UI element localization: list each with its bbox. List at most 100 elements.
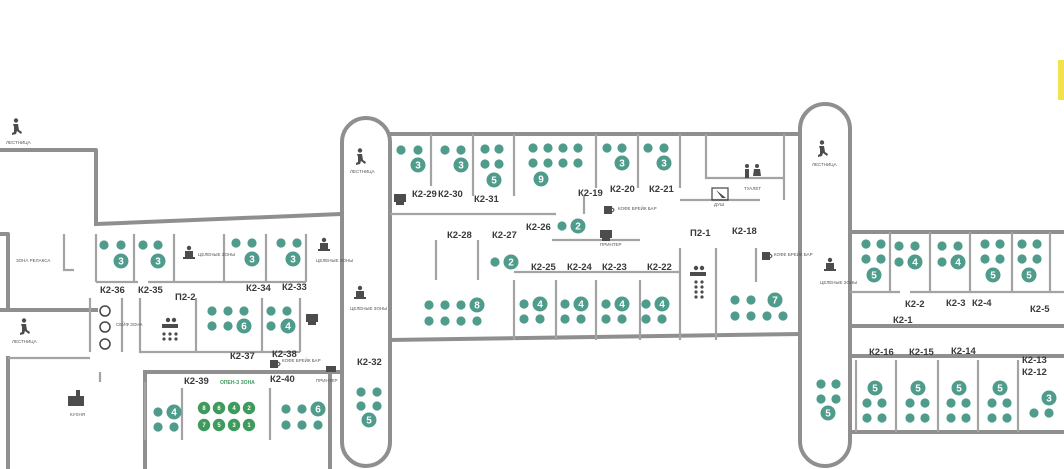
open-space-desk[interactable]: 7: [197, 418, 211, 432]
capacity-badge-k2-19[interactable]: 9: [533, 171, 549, 187]
room-label-k2-39[interactable]: К2-39: [184, 376, 209, 387]
open-space-desk[interactable]: 4: [227, 401, 241, 415]
room-label-k2-25[interactable]: К2-25: [531, 262, 557, 273]
room-label-k2-31[interactable]: К2-31: [474, 194, 500, 205]
capacity-badge-k2-26[interactable]: 2: [570, 218, 586, 234]
room-label-k2-34[interactable]: К2-34: [246, 283, 272, 294]
capacity-badge-k2-21[interactable]: 3: [656, 155, 672, 171]
room-label-k2-15[interactable]: К2-15: [909, 347, 935, 358]
room-label-k2-2[interactable]: К2-2: [905, 299, 925, 310]
room-label-k2-23[interactable]: К2-23: [602, 262, 627, 273]
capacity-badge-circle: [907, 254, 923, 270]
room-label-k2-1[interactable]: К2-1: [893, 315, 913, 326]
capacity-badge-k2-15[interactable]: 5: [910, 380, 926, 396]
open-space-desk[interactable]: 1: [242, 418, 256, 432]
room-label-k2-14[interactable]: К2-14: [951, 346, 977, 357]
room-label-k2-19[interactable]: К2-19: [578, 188, 603, 199]
capacity-badge-circle: [910, 380, 926, 396]
room-label-k2-3[interactable]: К2-3: [946, 298, 966, 309]
capacity-badge-k2-33[interactable]: 3: [285, 251, 301, 267]
capacity-badge-circle: [867, 380, 883, 396]
capacity-badge-k2-27[interactable]: 2: [503, 254, 519, 270]
capacity-badge-k2-20[interactable]: 3: [614, 155, 630, 171]
capacity-badge-k2-18[interactable]: 7: [767, 292, 783, 308]
seat-dot: [1032, 254, 1042, 264]
capacity-badge-k2-12[interactable]: 3: [1041, 390, 1057, 406]
open-space-desk[interactable]: 2: [242, 401, 256, 415]
seat-dot: [424, 300, 434, 310]
open-space-desk[interactable]: 6: [212, 401, 226, 415]
capacity-badge-k2-13[interactable]: 5: [992, 380, 1008, 396]
room-label-k2-36[interactable]: К2-36: [100, 285, 125, 296]
coffee-label: КОФЕ БРЕЙК БАР: [774, 250, 813, 257]
capacity-badge-k2-38[interactable]: 4: [280, 318, 296, 334]
room-label-k2-20[interactable]: К2-20: [610, 184, 635, 195]
capacity-badge-circle: [150, 253, 166, 269]
capacity-badge-k2-23[interactable]: 4: [614, 296, 630, 312]
room-label-k2-38[interactable]: К2-38: [272, 349, 297, 360]
room-label-k2-5[interactable]: К2-5: [1030, 304, 1050, 315]
open-space-desk[interactable]: 8: [197, 401, 211, 415]
seat-dot: [519, 299, 529, 309]
capacity-badge-value: 3: [1046, 394, 1052, 405]
capacity-badge-k2-25[interactable]: 4: [532, 296, 548, 312]
room-label-k2-35[interactable]: К2-35: [138, 285, 164, 296]
room-label-k2-4[interactable]: К2-4: [972, 298, 992, 309]
room-label-k2-29[interactable]: К2-29: [412, 189, 437, 200]
room-label-p2-2[interactable]: П2-2: [175, 292, 196, 303]
capacity-badge-k2-35[interactable]: 3: [150, 253, 166, 269]
seat-dot: [440, 145, 450, 155]
capacity-badge-k2-34[interactable]: 3: [244, 251, 260, 267]
capacity-badge-k2-29[interactable]: 3: [410, 157, 426, 173]
capacity-badge-k2-2[interactable]: 4: [907, 254, 923, 270]
capacity-badge-k2-36[interactable]: 3: [113, 253, 129, 269]
room-label-p2-1[interactable]: П2-1: [690, 228, 711, 239]
capacity-badge-value: 5: [1026, 271, 1032, 282]
capacity-badge-k2-22[interactable]: 4: [654, 296, 670, 312]
open-space-label: ОПЕН-З ЗОНА: [220, 380, 255, 386]
room-label-k2-40[interactable]: К2-40: [270, 374, 295, 385]
capacity-badge-k2-39[interactable]: 4: [166, 404, 182, 420]
room-label-k2-18[interactable]: К2-18: [732, 226, 757, 237]
room-label-k2-37[interactable]: К2-37: [230, 351, 255, 362]
capacity-badge-k2-24[interactable]: 4: [573, 296, 589, 312]
open-space-desk[interactable]: 5: [212, 418, 226, 432]
capacity-badge-k2-28[interactable]: 8: [469, 297, 485, 313]
open-space-desk-number: 1: [247, 423, 251, 429]
seat-dot: [169, 422, 179, 432]
capacity-badge-k2-3[interactable]: 4: [950, 254, 966, 270]
room-label-k2-16[interactable]: К2-16: [869, 347, 894, 358]
capacity-badge-k2-17[interactable]: 5: [820, 405, 836, 421]
capacity-badge-value: 3: [619, 159, 625, 170]
room-label-k2-21[interactable]: К2-21: [649, 184, 675, 195]
capacity-badge-k2-14[interactable]: 5: [951, 380, 967, 396]
capacity-badge-k2-4[interactable]: 5: [985, 267, 1001, 283]
room-label-k2-12[interactable]: К2-12: [1022, 367, 1047, 378]
room-label-k2-22[interactable]: К2-22: [647, 262, 672, 273]
capacity-badge-k2-1[interactable]: 5: [866, 267, 882, 283]
capacity-badge-k2-31[interactable]: 5: [486, 172, 502, 188]
seat-dot: [995, 254, 1005, 264]
room-label-k2-32[interactable]: К2-32: [357, 357, 382, 368]
seat-dot: [396, 145, 406, 155]
room-label-k2-28[interactable]: К2-28: [447, 230, 472, 241]
room-label-k2-33[interactable]: К2-33: [282, 282, 307, 293]
capacity-badge-value: 4: [537, 300, 543, 311]
capacity-badge-k2-32[interactable]: 5: [361, 412, 377, 428]
seat-dot: [266, 306, 276, 316]
capacity-badge-k2-5[interactable]: 5: [1021, 267, 1037, 283]
capacity-badge-k2-40[interactable]: 6: [310, 401, 326, 417]
capacity-badge-k2-37[interactable]: 6: [236, 318, 252, 334]
capacity-badge-value: 3: [415, 161, 421, 172]
room-label-k2-26[interactable]: К2-26: [526, 222, 551, 233]
capacity-badge-k2-30[interactable]: 3: [453, 157, 469, 173]
room-label-k2-13[interactable]: К2-13: [1022, 355, 1047, 366]
capacity-badge-value: 3: [458, 161, 464, 172]
open-space-desk[interactable]: 3: [227, 418, 241, 432]
seat-dot: [617, 143, 627, 153]
room-label-k2-30[interactable]: К2-30: [438, 189, 463, 200]
capacity-badge-k2-16[interactable]: 5: [867, 380, 883, 396]
room-label-k2-24[interactable]: К2-24: [567, 262, 593, 273]
room-label-k2-27[interactable]: К2-27: [492, 230, 517, 241]
